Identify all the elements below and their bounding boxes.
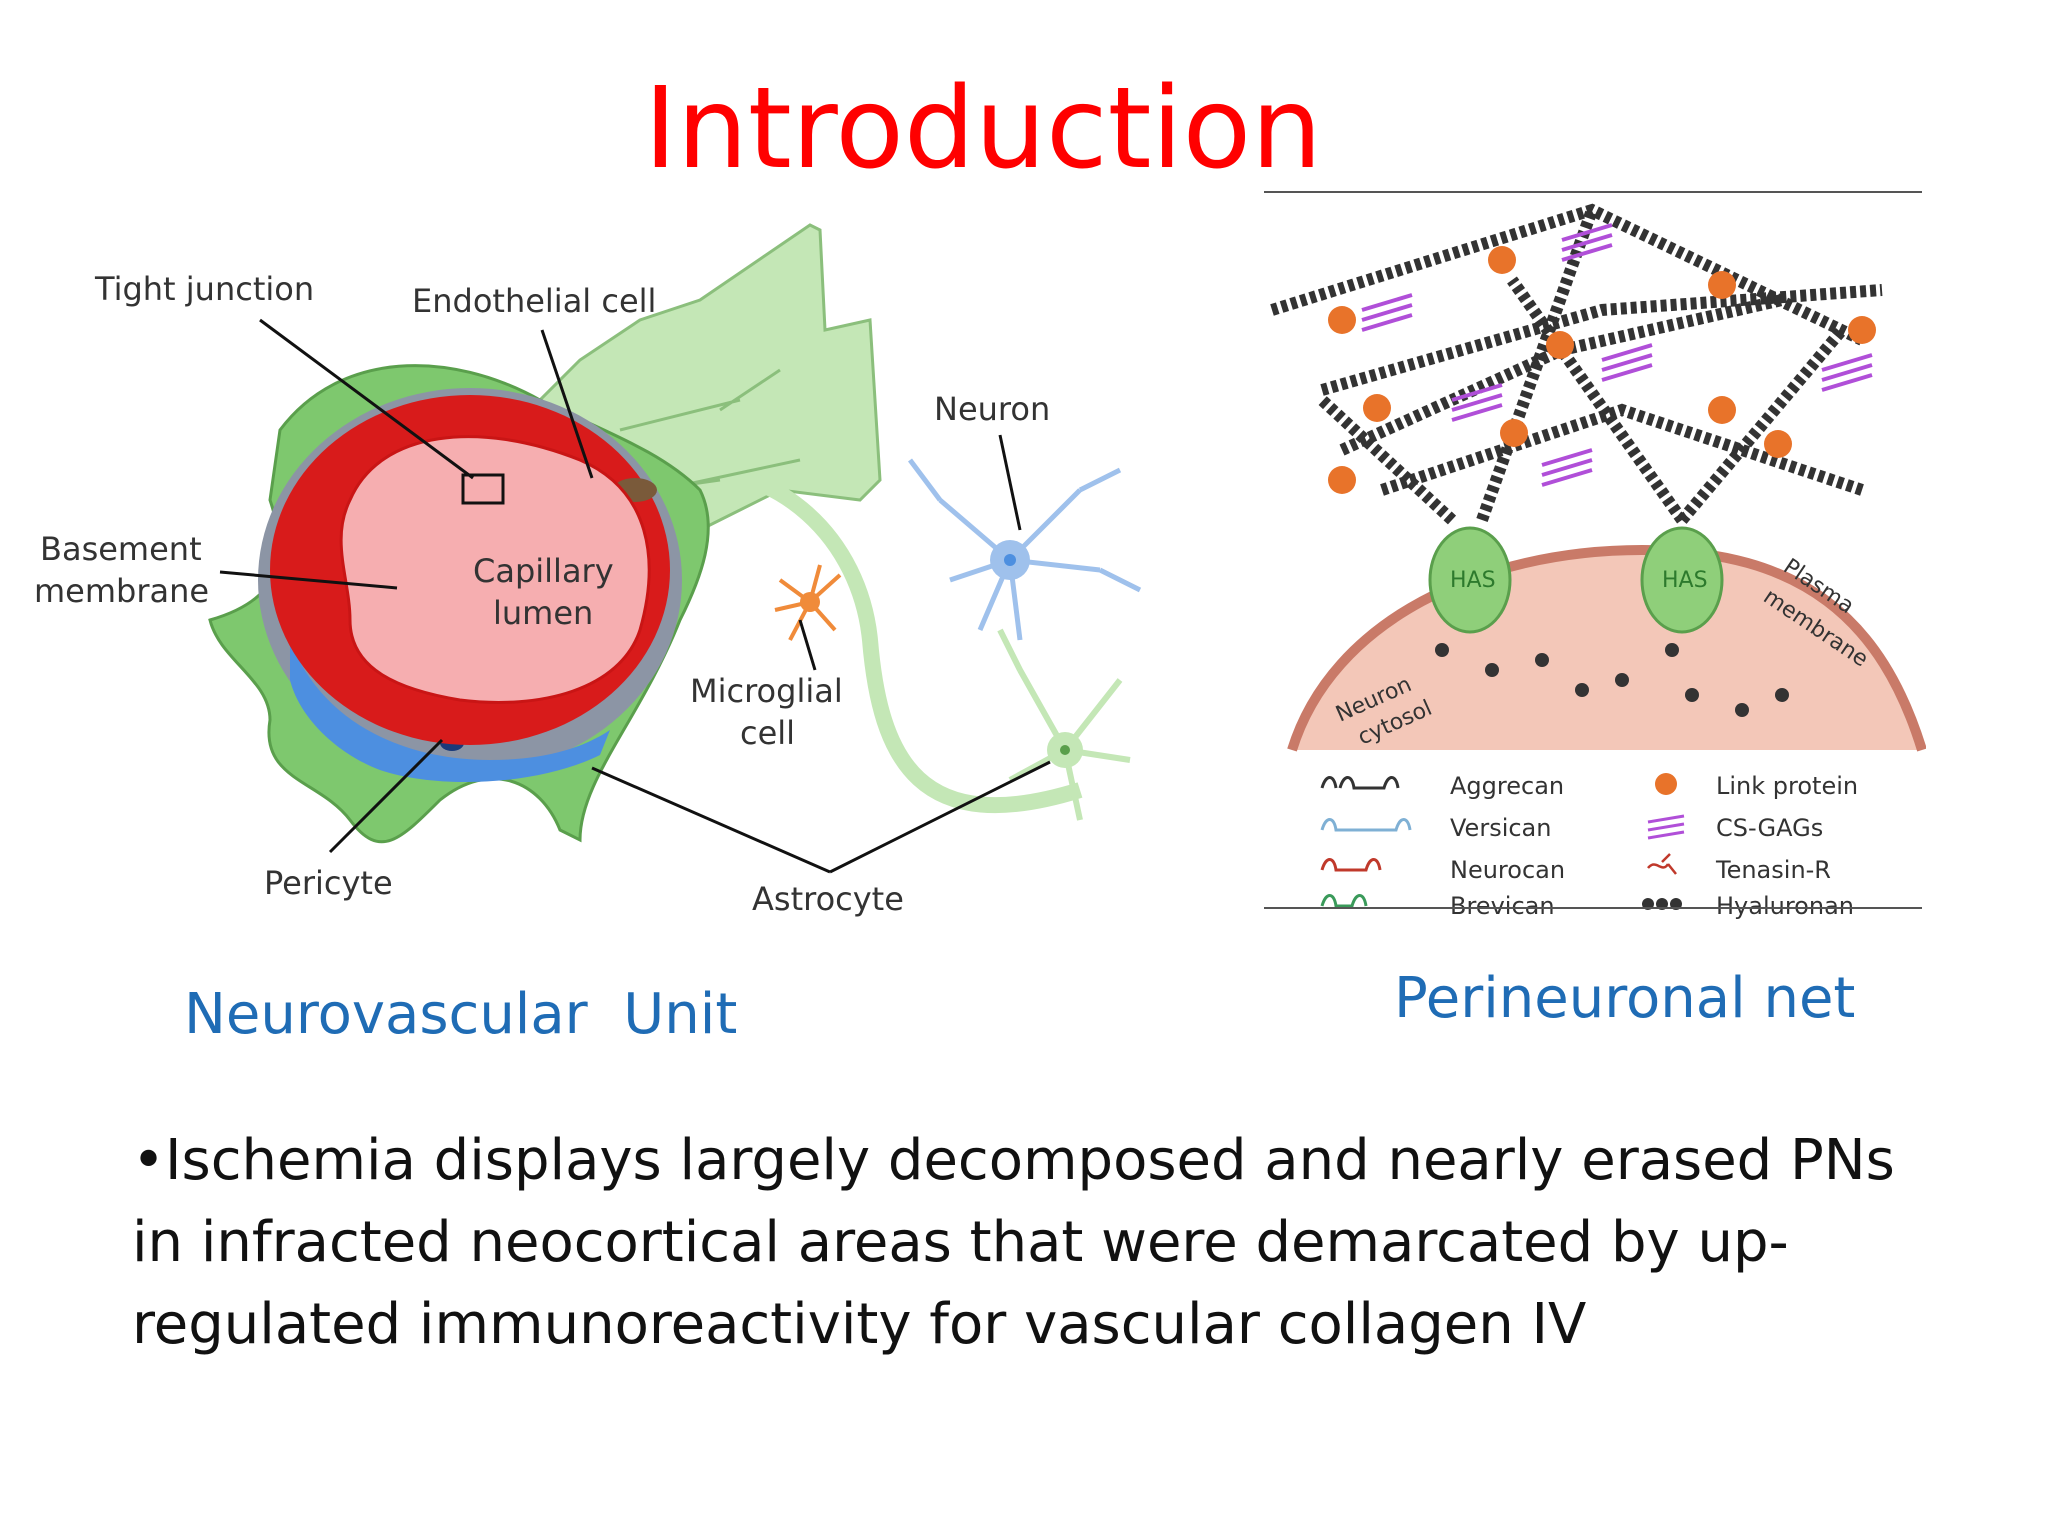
neuron-nucleus	[1004, 554, 1016, 566]
neuron-cell	[908, 458, 1142, 641]
perineuronal-net-diagram: HAS HAS	[1264, 191, 1926, 920]
label-astrocyte: Astrocyte	[752, 880, 904, 918]
legend-aggrecan: Aggrecan	[1450, 772, 1564, 800]
label-endothelial-cell: Endothelial cell	[412, 282, 656, 320]
cs-gags-icon	[1647, 814, 1685, 840]
label-microglial-2: cell	[740, 714, 795, 752]
label-basement-1: Basement	[40, 530, 202, 568]
bullet-text: •Ischemia displays largely decomposed an…	[132, 1128, 1895, 1357]
plasma-membrane-edge	[1287, 544, 1926, 752]
legend: Aggrecan Link protein Versican CS-GAGs N…	[1320, 772, 1858, 920]
tenasin-r-icon	[1647, 853, 1677, 875]
has-label-2: HAS	[1662, 568, 1708, 593]
legend-hyaluronan: Hyaluronan	[1716, 892, 1854, 920]
link-protein-dots	[1328, 246, 1876, 494]
legend-tenasin-r: Tenasin-R	[1715, 856, 1831, 884]
microglia-soma	[800, 592, 820, 612]
caption-neurovascular-unit: Neurovascular Unit	[184, 982, 738, 1047]
has-enzyme-2: HAS	[1640, 526, 1724, 634]
slide-title: Introduction	[643, 64, 1323, 194]
cs-gags-clusters	[1361, 223, 1873, 487]
astrocyte-cell-right	[997, 628, 1131, 821]
label-capillary-2: lumen	[493, 594, 593, 632]
capillary-lumen	[339, 435, 651, 704]
label-capillary-1: Capillary	[473, 552, 614, 590]
astrocyte-right-nucleus	[1060, 745, 1070, 755]
pericyte	[290, 640, 610, 782]
astrocyte-process	[669, 461, 1083, 814]
astrocyte-branch-lines	[579, 368, 801, 502]
legend-link-protein: Link protein	[1716, 772, 1858, 800]
caption-perineuronal-net: Perineuronal net	[1394, 966, 1856, 1031]
label-tight-junction: Tight junction	[94, 270, 314, 308]
has-enzyme-1: HAS	[1428, 526, 1512, 634]
label-microglial-1: Microglial	[690, 672, 843, 710]
legend-cs-gags: CS-GAGs	[1716, 814, 1823, 842]
brevican-icon	[1320, 894, 1368, 908]
has-label-1: HAS	[1450, 568, 1496, 593]
label-pericyte: Pericyte	[264, 864, 393, 902]
neurocan-icon	[1320, 858, 1382, 872]
cytosol-hyaluronan-dots	[1435, 643, 1789, 717]
legend-brevican: Brevican	[1450, 892, 1555, 920]
link-protein-icon	[1655, 773, 1677, 795]
neurovascular-unit-diagram: Tight junction Endothelial cell Neuron B…	[34, 223, 1142, 918]
label-neuron: Neuron	[934, 390, 1050, 428]
label-basement-2: membrane	[34, 572, 209, 610]
tight-junction-box	[461, 473, 505, 505]
aggrecan-icon	[1320, 776, 1400, 790]
leader-lines	[219, 318, 1051, 874]
legend-neurocan: Neurocan	[1450, 856, 1565, 884]
versican-icon	[1320, 818, 1412, 832]
legend-versican: Versican	[1450, 814, 1551, 842]
